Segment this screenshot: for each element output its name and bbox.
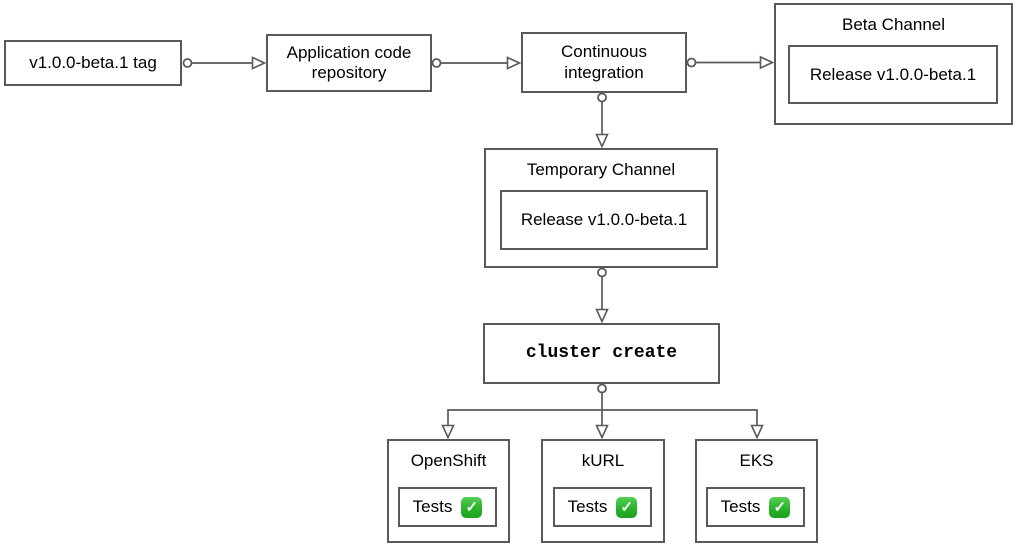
temporary-release-label: Release v1.0.0-beta.1 <box>520 210 688 229</box>
openshift-title: OpenShift <box>410 451 487 470</box>
edge-tag-to-repo <box>182 56 267 70</box>
openshift-tests-label: Tests <box>412 497 453 516</box>
edge-temporary-channel-to-cluster-create <box>595 267 609 324</box>
node-application-code-repository-label: Application code repository <box>286 42 412 82</box>
node-application-code-repository: Application code repository <box>266 34 432 92</box>
edge-ci-to-beta-channel <box>686 55 775 70</box>
group-beta-channel: Beta Channel Release v1.0.0-beta.1 <box>774 3 1013 125</box>
check-mark-icon: ✓ <box>616 496 638 518</box>
check-glyph: ✓ <box>465 498 479 516</box>
node-kurl-tests: Tests ✓ <box>553 487 652 527</box>
group-temporary-channel: Temporary Channel Release v1.0.0-beta.1 <box>484 148 718 268</box>
check-mark-icon: ✓ <box>769 496 791 518</box>
temporary-channel-title: Temporary Channel <box>526 160 676 179</box>
group-openshift: OpenShift Tests ✓ <box>387 439 510 543</box>
eks-tests-label: Tests <box>720 497 761 516</box>
check-glyph: ✓ <box>620 498 634 516</box>
kurl-tests-label: Tests <box>567 497 608 516</box>
edge-repo-to-ci <box>431 56 522 70</box>
node-cluster-create: cluster create <box>483 323 720 384</box>
node-openshift-tests: Tests ✓ <box>398 487 497 527</box>
check-glyph: ✓ <box>773 498 787 516</box>
cluster-create-label: cluster create <box>525 342 678 363</box>
group-eks: EKS Tests ✓ <box>695 439 818 543</box>
group-kurl: kURL Tests ✓ <box>541 439 665 543</box>
edge-cluster-create-to-targets <box>441 383 764 440</box>
node-temporary-release: Release v1.0.0-beta.1 <box>500 190 708 250</box>
node-eks-tests: Tests ✓ <box>706 487 805 527</box>
node-continuous-integration-label: Continuous integration <box>560 42 647 82</box>
node-continuous-integration: Continuous integration <box>521 32 687 93</box>
node-version-tag-label: v1.0.0-beta.1 tag <box>29 52 157 72</box>
beta-release-label: Release v1.0.0-beta.1 <box>809 64 977 84</box>
check-mark-icon: ✓ <box>461 496 483 518</box>
kurl-title: kURL <box>581 451 625 470</box>
eks-title: EKS <box>739 451 774 470</box>
beta-channel-title: Beta Channel <box>841 15 946 34</box>
node-version-tag: v1.0.0-beta.1 tag <box>4 40 182 86</box>
edge-ci-to-temporary-channel <box>595 92 609 149</box>
node-beta-release: Release v1.0.0-beta.1 <box>788 45 998 104</box>
